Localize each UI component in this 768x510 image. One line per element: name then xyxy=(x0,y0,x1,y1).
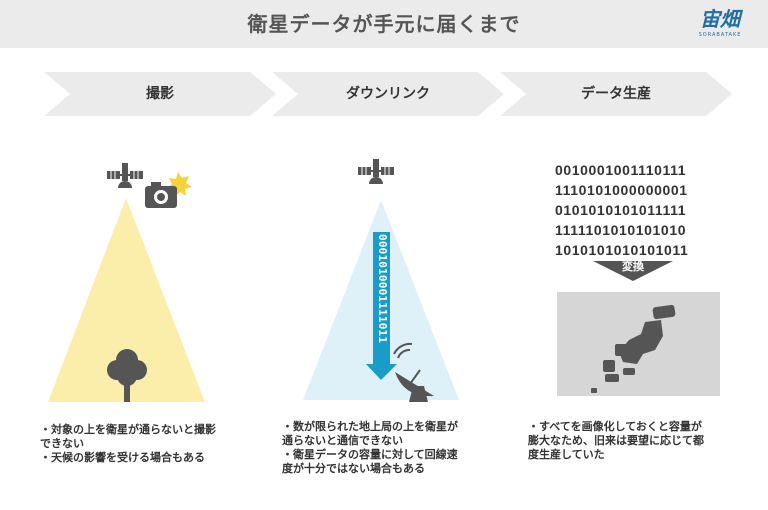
binary-row: 1010101010101011 xyxy=(555,242,689,258)
notes-capture: ・対象の上を衛星が通らないと撮影 できない ・天候の影響を受ける場合もある xyxy=(40,423,260,465)
binary-row: 0101010101011111 xyxy=(555,202,687,218)
down-arrow-icon xyxy=(366,232,397,380)
note-line: ・数が限られた地上局の上を衛星が xyxy=(282,420,458,433)
logo: 宙畑 SORABATAKE xyxy=(690,6,750,42)
antenna-dish-icon xyxy=(393,342,434,402)
japan-map-icon xyxy=(591,304,676,393)
step-production: データ生産 xyxy=(500,72,732,116)
binary-row: 1110101000000001 xyxy=(555,182,688,198)
note-line: ・衛星データの容量に対して回線速 xyxy=(282,448,458,461)
step-production-label: データ生産 xyxy=(581,86,651,102)
binary-row: 0010001001110111 xyxy=(555,162,687,178)
step-capture: 撮影 xyxy=(44,72,276,116)
logo-text: 宙畑 xyxy=(700,7,740,31)
satellite-icon xyxy=(358,159,394,184)
binary-data: 0010001001110111 1110101000000001 010101… xyxy=(555,160,725,260)
down-arrow-icon xyxy=(593,261,673,281)
note-line: 度生産していた xyxy=(528,448,605,461)
note-line: ・対象の上を衛星が通らないと撮影 xyxy=(40,423,216,436)
convert-arrow: 変換 xyxy=(593,261,673,283)
note-line: 膨大なため、旧来は要望に応じて都 xyxy=(528,434,704,447)
page-title: 衛星データが手元に届くまで xyxy=(247,12,521,36)
satellite-icon xyxy=(107,163,143,188)
convert-label: 変換 xyxy=(622,260,644,273)
notes-production: ・すべてを画像化しておくと容量が 膨大なため、旧来は要望に応じて都 度生産してい… xyxy=(528,420,748,462)
sun-icon xyxy=(167,172,192,197)
step-downlink-label: ダウンリンク xyxy=(346,86,430,102)
capture-beam xyxy=(48,198,205,402)
note-line: 度が十分ではない場合もある xyxy=(282,462,425,475)
note-line: ・天候の影響を受ける場合もある xyxy=(40,451,205,464)
data-stream-bits: 0001010001111011 xyxy=(376,234,389,344)
tree-icon xyxy=(107,349,147,402)
note-line: ・すべてを画像化しておくと容量が xyxy=(528,420,702,433)
binary-row: 1111101010101010 xyxy=(555,222,687,238)
note-line: 通らないと通信できない xyxy=(282,434,403,447)
notes-downlink: ・数が限られた地上局の上を衛星が 通らないと通信できない ・衛星データの容量に対… xyxy=(282,420,502,476)
camera-icon xyxy=(145,182,177,208)
header-bar xyxy=(0,0,768,48)
note-line: できない xyxy=(40,437,84,450)
step-capture-label: 撮影 xyxy=(146,86,174,102)
step-downlink: ダウンリンク xyxy=(272,72,504,116)
converted-image xyxy=(557,292,720,396)
logo-subtext: SORABATAKE xyxy=(698,32,742,38)
